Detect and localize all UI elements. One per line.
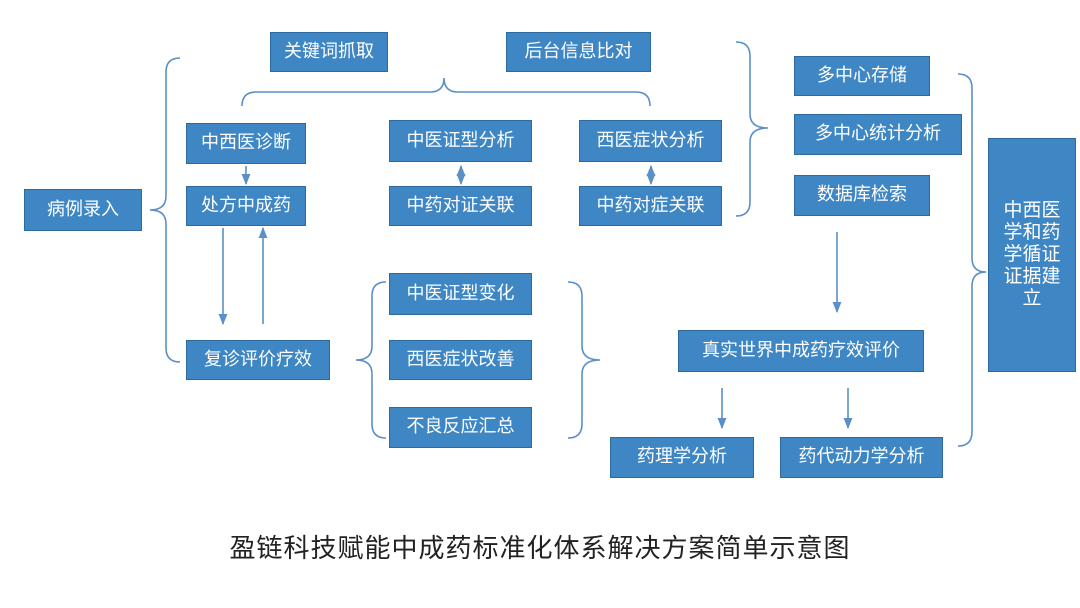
brace-outcome-left bbox=[355, 281, 387, 439]
brace-analysis-group bbox=[735, 41, 769, 217]
node-database-search: 数据库检索 bbox=[794, 175, 930, 216]
node-wm-symptom-improve: 西医症状改善 bbox=[389, 340, 532, 380]
node-herb-syndrome-link: 中药对证关联 bbox=[389, 186, 532, 226]
node-pharmacokinetics: 药代动力学分析 bbox=[780, 437, 943, 478]
node-tcm-syndrome-change: 中医证型变化 bbox=[389, 273, 532, 315]
node-herb-symptom-link: 中药对症关联 bbox=[579, 186, 722, 226]
node-tcm-wm-diagnosis: 中西医诊断 bbox=[186, 123, 306, 164]
node-evidence-building: 中西医学和药学循证证据建立 bbox=[988, 138, 1076, 372]
brace-case-entry bbox=[149, 57, 181, 363]
node-pharmacology: 药理学分析 bbox=[610, 437, 754, 478]
node-wm-symptom-analysis: 西医症状分析 bbox=[579, 120, 722, 162]
diagram-caption: 盈链科技赋能中成药标准化体系解决方案简单示意图 bbox=[229, 534, 851, 564]
node-backend-compare: 后台信息比对 bbox=[506, 32, 651, 72]
node-multi-center-storage: 多中心存储 bbox=[794, 56, 930, 96]
node-keyword-extract: 关键词抓取 bbox=[270, 32, 388, 72]
node-prescription-cpm: 处方中成药 bbox=[186, 186, 306, 226]
brace-keyword-compare bbox=[241, 77, 651, 107]
node-rwe-evaluation: 真实世界中成药疗效评价 bbox=[678, 330, 924, 372]
brace-outcome-right bbox=[567, 281, 601, 439]
node-multi-center-stats: 多中心统计分析 bbox=[794, 114, 962, 155]
node-followup-eval: 复诊评价疗效 bbox=[186, 340, 330, 380]
brace-evidence bbox=[957, 73, 987, 447]
node-tcm-syndrome-analysis: 中医证型分析 bbox=[389, 120, 532, 162]
node-adverse-summary: 不良反应汇总 bbox=[389, 407, 532, 448]
node-case-entry: 病例录入 bbox=[24, 189, 142, 231]
